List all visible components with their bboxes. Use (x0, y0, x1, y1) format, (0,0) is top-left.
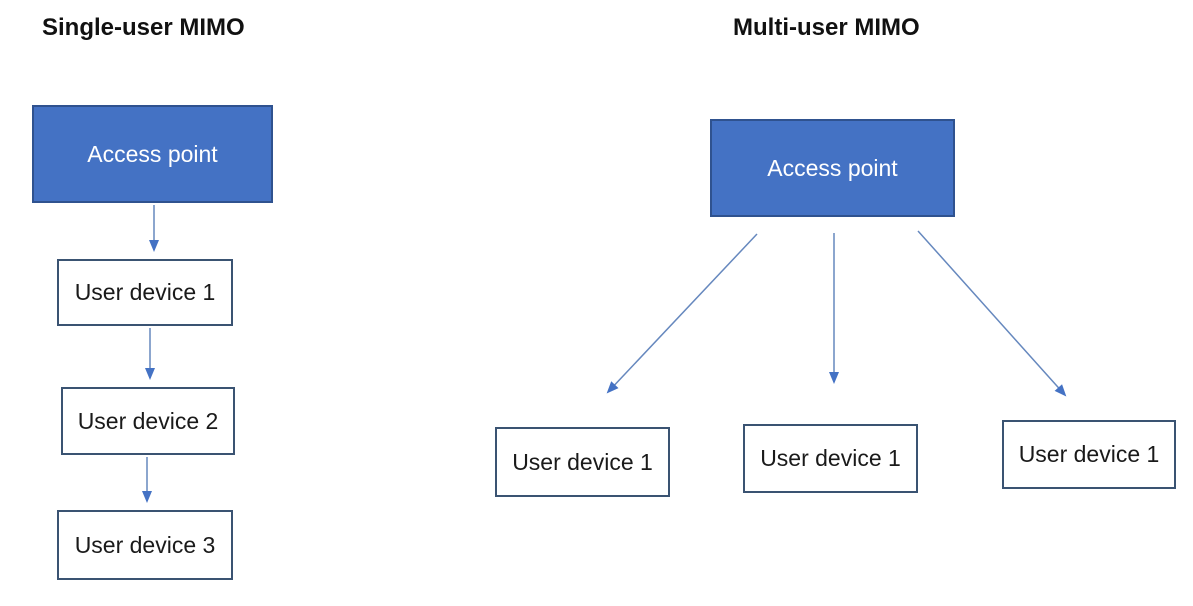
multi-user-device-middle-box: User device 1 (743, 424, 918, 493)
arrow-ap-to-left-device (606, 233, 758, 394)
access-point-label: Access point (767, 154, 898, 181)
user-device-label: User device 2 (77, 407, 219, 434)
access-point-label: Access point (87, 140, 218, 167)
user-device-label: User device 3 (74, 531, 216, 558)
single-user-device-1-box: User device 1 (57, 259, 233, 326)
single-user-device-3-box: User device 3 (57, 510, 233, 580)
user-device-label: User device 1 (760, 445, 901, 471)
user-device-label: User device 1 (1018, 441, 1160, 467)
arrow-ap-to-right-device (917, 230, 1067, 397)
multi-user-mimo-title: Multi-user MIMO (733, 14, 920, 41)
user-device-label: User device 1 (74, 279, 216, 305)
single-user-device-2-box: User device 2 (61, 387, 235, 455)
multi-user-access-point-box: Access point (710, 119, 955, 217)
user-device-label: User device 1 (512, 448, 653, 475)
multi-user-device-left-box: User device 1 (495, 427, 670, 497)
multi-user-device-right-box: User device 1 (1002, 420, 1176, 489)
single-user-mimo-title: Single-user MIMO (42, 14, 245, 41)
single-user-access-point-box: Access point (32, 105, 273, 203)
